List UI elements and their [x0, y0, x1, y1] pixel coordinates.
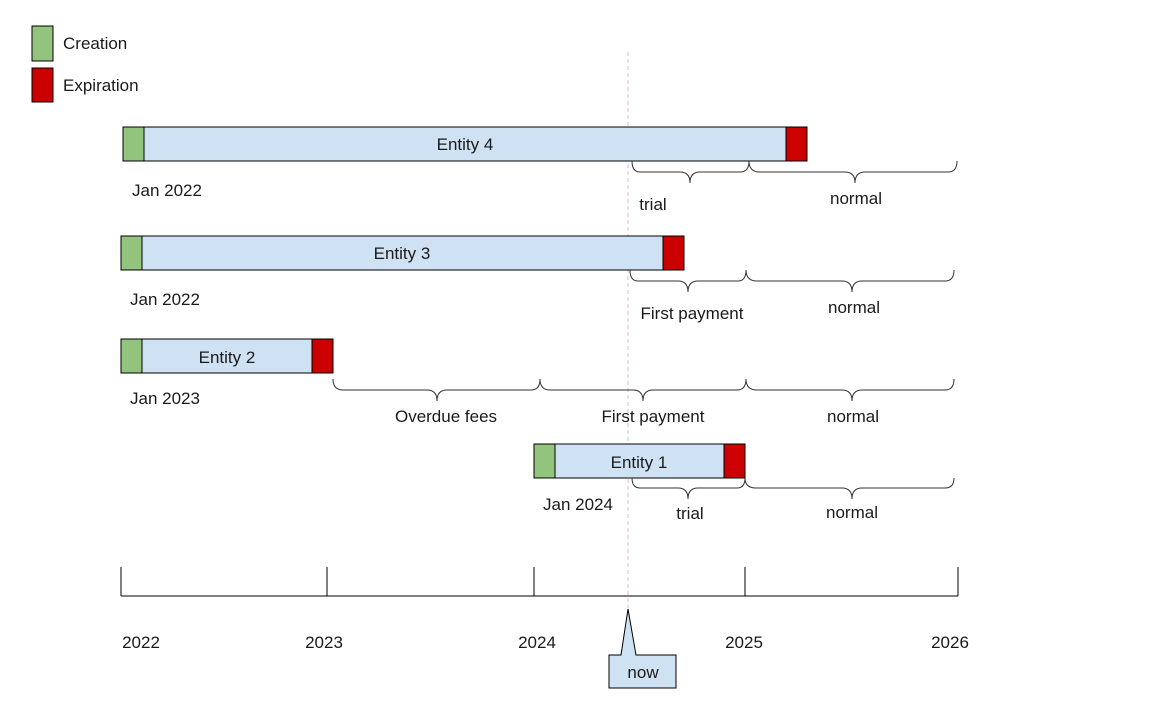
entity-4-bar — [122, 126, 808, 162]
entity-1-brace-normal — [744, 477, 955, 500]
entity-4-row: Entity 4 Jan 2022 trial normal — [122, 126, 958, 214]
entity-4-brace-trial — [631, 160, 750, 184]
entity-4-label: Entity 4 — [437, 135, 494, 154]
entity-2-period-first-payment: First payment — [602, 407, 705, 426]
entity-4-period-normal: normal — [830, 189, 882, 208]
entity-1-expiration-marker — [723, 443, 746, 479]
entity-2-created-label: Jan 2023 — [130, 389, 200, 408]
axis-tick-label-2023: 2023 — [305, 633, 343, 652]
entity-2-period-overdue-fees: Overdue fees — [395, 407, 497, 426]
axis-tick-label-2022: 2022 — [122, 633, 160, 652]
entity-4-period-trial: trial — [639, 195, 666, 214]
entity-3-label: Entity 3 — [374, 244, 431, 263]
axis-tick-label-2025: 2025 — [725, 633, 763, 652]
entity-1-bar — [533, 443, 746, 479]
entity-3-period-first-payment: First payment — [641, 304, 744, 323]
entity-4-created-label: Jan 2022 — [132, 181, 202, 200]
entity-2-period-normal: normal — [827, 407, 879, 426]
entity-4-creation-marker — [122, 126, 145, 162]
legend-creation-swatch — [31, 25, 54, 62]
legend-creation-label: Creation — [63, 34, 127, 53]
entity-1-creation-marker — [533, 443, 556, 479]
entity-3-expiration-marker — [662, 235, 685, 271]
now-callout: now — [608, 608, 677, 689]
entity-1-period-trial: trial — [676, 504, 703, 523]
entity-3-created-label: Jan 2022 — [130, 290, 200, 309]
entity-1-period-normal: normal — [826, 503, 878, 522]
now-callout-shape — [608, 608, 677, 689]
time-axis: 2022 2023 2024 2025 2026 — [120, 567, 969, 652]
entity-3-brace-first-payment — [629, 269, 747, 293]
entity-2-brace-first-payment — [539, 378, 747, 402]
entity-1-brace-trial — [631, 477, 746, 500]
legend: Creation Expiration — [31, 25, 139, 103]
legend-expiration-label: Expiration — [63, 76, 139, 95]
entity-2-creation-marker — [120, 338, 143, 374]
entity-3-period-normal: normal — [828, 298, 880, 317]
entity-3-brace-normal — [745, 269, 955, 293]
entity-3-creation-marker — [120, 235, 143, 271]
entity-2-row: Entity 2 Jan 2023 Overdue fees First pay… — [120, 338, 955, 426]
entity-4-expiration-marker — [785, 126, 808, 162]
entity-2-expiration-marker — [311, 338, 334, 374]
entity-2-brace-normal — [745, 378, 955, 402]
entity-1-created-label: Jan 2024 — [543, 495, 613, 514]
entity-2-brace-overdue-fees — [332, 378, 541, 402]
axis-tick-label-2026: 2026 — [931, 633, 969, 652]
legend-expiration-swatch — [31, 67, 54, 103]
entity-4-brace-normal — [748, 160, 958, 184]
now-callout-label: now — [627, 663, 659, 682]
entity-3-bar — [120, 235, 685, 271]
axis-tick-label-2024: 2024 — [518, 633, 556, 652]
entity-1-label: Entity 1 — [611, 453, 668, 472]
entity-2-label: Entity 2 — [199, 348, 256, 367]
entity-1-row: Entity 1 Jan 2024 trial normal — [533, 443, 955, 523]
entity-3-row: Entity 3 Jan 2022 First payment normal — [120, 235, 955, 323]
